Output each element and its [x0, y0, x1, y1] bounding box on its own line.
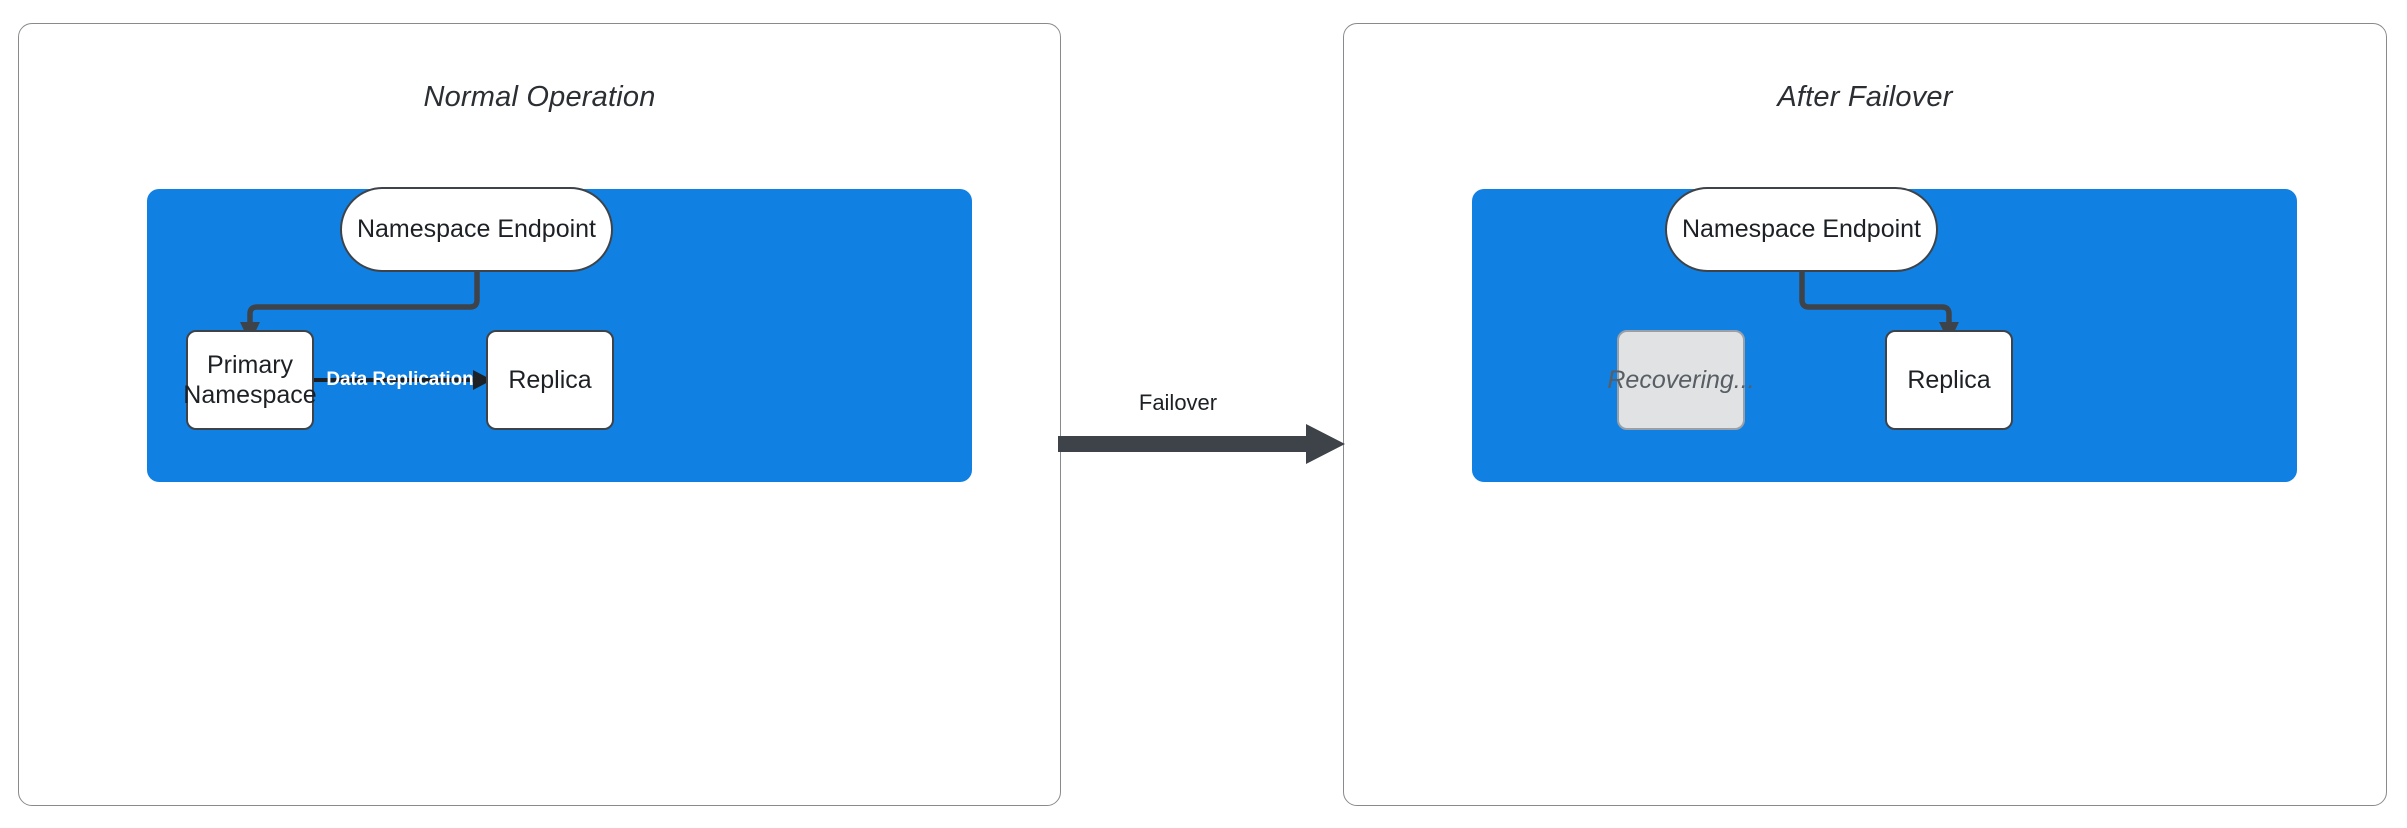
transition-failover: Failover — [1058, 390, 1348, 500]
panel-normal-operation: Normal Operation Namespace Endpoint Prim… — [18, 23, 1061, 806]
node-label-line1: Primary — [206, 350, 294, 379]
node-label: Namespace Endpoint — [1681, 215, 1922, 244]
edge-label-text: Data Replication — [326, 369, 474, 390]
panel-title-after-failover: After Failover — [1344, 81, 2386, 114]
failover-label: Failover — [1058, 390, 1298, 416]
edge-endpoint-to-primary — [247, 272, 480, 322]
failover-label-text: Failover — [1138, 390, 1218, 415]
edge-endpoint-to-replica — [1799, 272, 1952, 322]
panel-title-normal-operation: Normal Operation — [19, 81, 1060, 114]
node-replica-normal[interactable]: Replica — [486, 330, 614, 430]
node-namespace-endpoint-normal[interactable]: Namespace Endpoint — [340, 187, 613, 272]
node-label: Replica — [508, 365, 592, 394]
node-label: Namespace Endpoint — [356, 215, 597, 244]
node-label-line2: Namespace — [183, 381, 317, 409]
node-label: Recovering... — [1607, 365, 1755, 394]
edge-label-data-replication: Data Replication — [314, 365, 486, 395]
failover-arrow-icon — [1058, 424, 1345, 464]
panel-after-failover: After Failover Namespace Endpoint Recove… — [1343, 23, 2387, 806]
panel-title-text-left: Normal Operation — [423, 81, 656, 113]
node-replica-failover[interactable]: Replica — [1885, 330, 2013, 430]
region-blue-failover: Namespace Endpoint Recovering... Replica — [1472, 187, 2297, 482]
node-label: Replica — [1907, 365, 1991, 394]
node-namespace-endpoint-failover[interactable]: Namespace Endpoint — [1665, 187, 1938, 272]
panel-title-text-right: After Failover — [1777, 81, 1953, 113]
node-recovering[interactable]: Recovering... — [1607, 330, 1755, 430]
